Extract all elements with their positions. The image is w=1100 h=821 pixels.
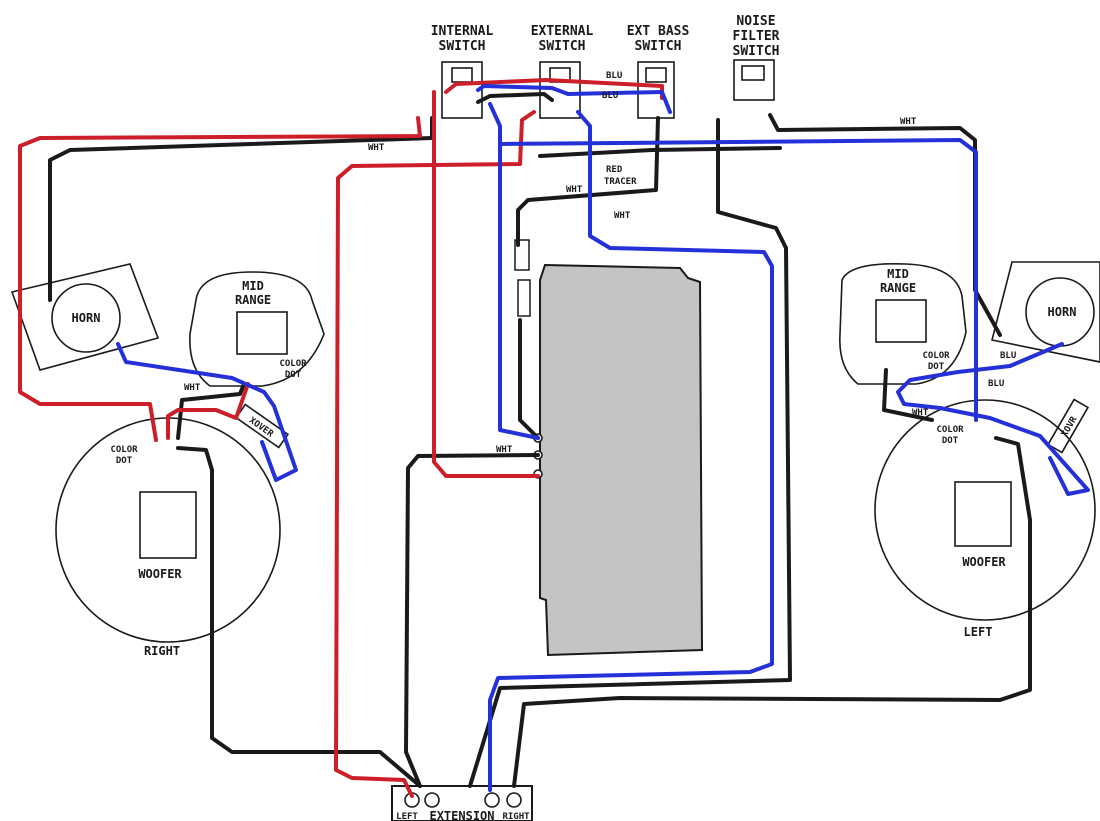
internal-switch-label-2: SWITCH <box>439 39 486 54</box>
wire-labels: BLU BLU RED TRACER WHT WHT WHT WHT WHT W… <box>184 71 1016 455</box>
left-crossover: XOVR <box>1046 398 1090 454</box>
left-horn-label: HORN <box>1048 305 1077 319</box>
wire-label-red-tracer-1: RED <box>606 165 623 175</box>
right-woofer-colordot-2: DOT <box>116 456 133 466</box>
ext-bass-switch-label-2: SWITCH <box>635 39 682 54</box>
wire-label-wht-right: WHT <box>900 117 917 127</box>
internal-switch-label-1: INTERNAL <box>431 24 494 39</box>
right-woofer-label: WOOFER <box>138 567 182 581</box>
ext-bass-switch: EXT BASS SWITCH <box>627 24 690 119</box>
left-mid-label-2: RANGE <box>880 281 916 295</box>
wire-label-wht-chassis: WHT <box>496 445 513 455</box>
right-woofer: WOOFER COLOR DOT RIGHT <box>55 417 281 658</box>
right-horn-label: HORN <box>72 311 101 325</box>
extension-right-tag: RIGHT <box>502 812 530 821</box>
left-woofer-colordot-2: DOT <box>942 436 959 446</box>
left-mid-colordot-1: COLOR <box>922 351 950 361</box>
right-side-label: RIGHT <box>144 644 180 658</box>
wire-label-wht-center-2: WHT <box>614 211 631 221</box>
wire-label-wht-right-mid: WHT <box>184 383 201 393</box>
left-mid-range: MID RANGE COLOR DOT <box>839 263 967 385</box>
right-mid-label-1: MID <box>242 279 264 293</box>
wire-label-blu-top-2: BLU <box>602 91 618 101</box>
left-woofer-colordot-1: COLOR <box>936 425 964 435</box>
noise-filter-label-1: NOISE <box>736 14 775 29</box>
wire-label-blu-top: BLU <box>606 71 622 81</box>
right-mid-range: MID RANGE COLOR DOT <box>189 271 325 387</box>
left-side-label: LEFT <box>964 625 993 639</box>
amplifier-chassis <box>539 263 704 657</box>
wire-label-blu-left-mid: BLU <box>988 379 1004 389</box>
noise-filter-label-2: FILTER <box>733 29 780 44</box>
wire-label-wht-top: WHT <box>368 143 385 153</box>
extension-label: EXTENSION <box>429 809 494 821</box>
noise-filter-switch: NOISE FILTER SWITCH <box>733 14 780 101</box>
right-horn: HORN <box>10 263 160 371</box>
wire-label-wht-left-mid: WHT <box>912 408 929 418</box>
left-woofer-label: WOOFER <box>962 555 1006 569</box>
ext-bass-switch-label-1: EXT BASS <box>627 24 690 39</box>
noise-filter-label-3: SWITCH <box>733 44 780 59</box>
right-mid-colordot-2: DOT <box>285 370 302 380</box>
wire-label-red-tracer-2: TRACER <box>604 177 637 187</box>
blue-wires <box>116 84 1090 792</box>
left-mid-label-1: MID <box>887 267 909 281</box>
right-mid-colordot-1: COLOR <box>279 359 307 369</box>
wire-label-blu-left-horn: BLU <box>1000 351 1016 361</box>
extension-terminal-block: LEFT EXTENSION RIGHT <box>391 785 533 821</box>
left-horn: HORN <box>991 261 1100 363</box>
right-mid-label-2: RANGE <box>235 293 271 307</box>
external-switch: EXTERNAL SWITCH <box>531 24 594 119</box>
external-switch-label-2: SWITCH <box>539 39 586 54</box>
wire-label-wht-center: WHT <box>566 185 583 195</box>
left-mid-colordot-2: DOT <box>928 362 945 372</box>
left-woofer: WOOFER COLOR DOT LEFT <box>874 399 1096 639</box>
right-woofer-colordot-1: COLOR <box>110 445 138 455</box>
chassis-plug-connector <box>514 239 531 317</box>
extension-left-tag: LEFT <box>396 812 418 821</box>
external-switch-label-1: EXTERNAL <box>531 24 594 39</box>
internal-switch: INTERNAL SWITCH <box>431 24 494 119</box>
